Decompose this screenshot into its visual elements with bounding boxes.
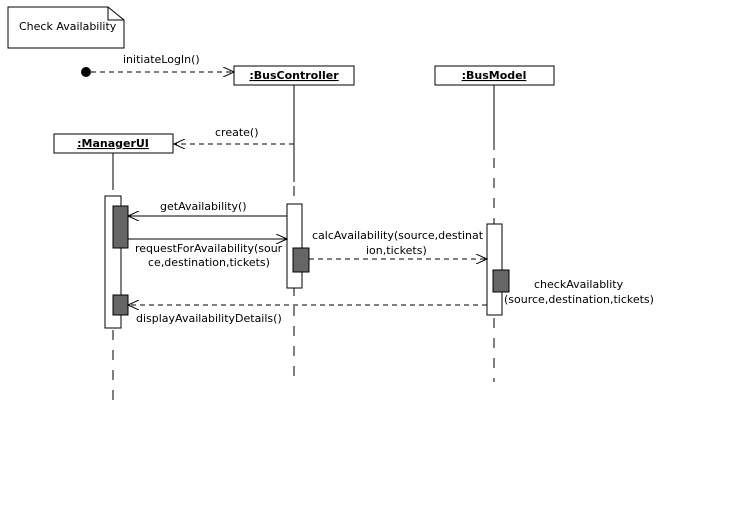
- note-title: Check Availability: [19, 20, 117, 33]
- message-check-label-line2: (source,destination,tickets): [504, 293, 654, 306]
- initial-node: [81, 67, 91, 77]
- message-request-label-line2: ce,destination,tickets): [148, 256, 270, 269]
- manager-ui-exec-2: [112, 294, 129, 316]
- lifeline-manager-ui: :ManagerUI: [53, 133, 174, 410]
- lifeline-bus-controller: :BusController: [233, 65, 355, 380]
- message-get-availability-label: getAvailability(): [160, 200, 247, 213]
- message-check-label-line1: checkAvailablity: [534, 278, 624, 291]
- manager-ui-exec-1: [112, 205, 129, 249]
- message-display-label: displayAvailabilityDetails(): [136, 312, 282, 325]
- lifeline-bus-model: :BusModel: [434, 65, 555, 382]
- message-calc-label-line2: ion,tickets): [366, 244, 427, 257]
- message-initiate-login-label: initiateLogIn(): [123, 53, 200, 66]
- message-request-label-line1: requestForAvailability(sour: [135, 242, 283, 255]
- message-calc-label-line1: calcAvailability(source,destinat: [312, 229, 484, 242]
- lifeline-manager-ui-label: :ManagerUI: [77, 137, 149, 150]
- diagram-note: Check Availability: [7, 6, 125, 49]
- bus-controller-exec: [292, 247, 310, 273]
- lifeline-bus-model-label: :BusModel: [462, 69, 527, 82]
- message-create-label: create(): [215, 126, 259, 139]
- lifeline-bus-controller-label: :BusController: [249, 69, 339, 82]
- bus-controller-activation: [286, 203, 303, 289]
- bus-model-exec: [492, 269, 510, 293]
